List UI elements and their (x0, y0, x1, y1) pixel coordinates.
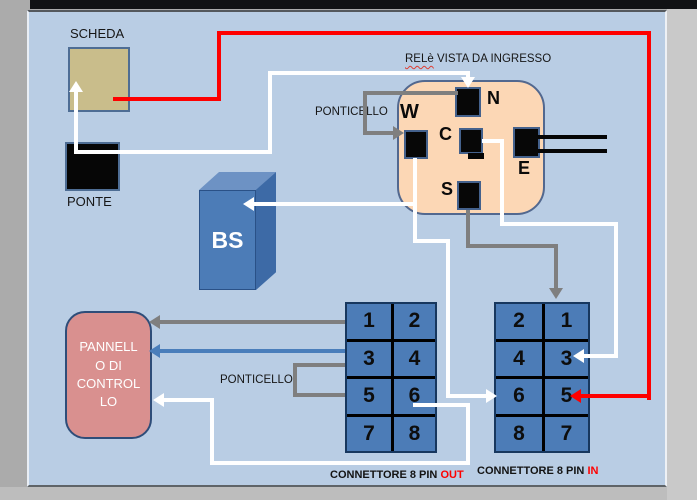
connector-cell-1: 1 (363, 309, 375, 333)
panel-line-3: CONTROL (76, 376, 141, 391)
connector-cell-2: 2 (513, 309, 525, 333)
relay-pin-w-label: W (400, 101, 419, 123)
relay-pin-s (457, 181, 481, 210)
relay-pin-c (459, 128, 483, 154)
connector-cell-5: 5 (347, 376, 391, 414)
panel-line-4: LO (99, 394, 118, 410)
relay-title-highlight: RELè (405, 53, 434, 65)
bs-box-side-face (256, 172, 276, 290)
relay-pin-s-label: S (441, 179, 454, 199)
ponte-label: PONTE (67, 194, 112, 209)
relay-pin-e (513, 127, 540, 158)
control-panel-box: PANNELL O DI CONTROL LO (65, 311, 152, 439)
connector-cell-4: 4 (391, 338, 435, 376)
connector-cell-6: 6 (391, 376, 435, 414)
e-wire-lower (538, 149, 607, 153)
bottom-gutter (0, 487, 667, 500)
e-wire-upper (538, 135, 607, 139)
bs-label: BS (211, 226, 244, 253)
connector-in-caption-text: CONNETTORE 8 PIN (477, 465, 588, 477)
right-gutter (667, 9, 697, 500)
top-window-bar (30, 0, 697, 9)
connector-cell-3: 3 (347, 338, 391, 377)
relay-pin-n-label: N (487, 88, 500, 108)
connector-cell-8: 8 (496, 413, 542, 452)
ponticello-bottom-label: PONTICELLO (220, 374, 293, 386)
connector-cell-4: 4 (496, 338, 542, 377)
connector-cell-2: 2 (391, 304, 435, 339)
connector-cell-7: 7 (542, 413, 588, 451)
connector-out-caption-accent: OUT (440, 469, 464, 481)
ponte-box (65, 142, 120, 191)
relay-title-rest: VISTA DA INGRESSO (433, 53, 552, 65)
connector-cell-7: 7 (347, 413, 391, 452)
connector-in-caption-accent: IN (587, 465, 599, 477)
connector-out-caption-text: CONNETTORE 8 PIN (330, 469, 441, 481)
relay-pin-c-label: C (439, 124, 452, 144)
scheda-box (68, 47, 130, 112)
connector-out-caption: CONNETTORE 8 PIN OUT (330, 469, 464, 481)
connector-cell-6: 6 (496, 376, 542, 414)
connector-cell-8: 8 (391, 413, 435, 451)
relay-pin-c-tab (468, 153, 484, 159)
connector-cell-1: 1 (542, 304, 588, 339)
relay-pin-e-label: E (518, 158, 531, 178)
panel-line-2: O DI (95, 357, 122, 373)
bs-box-top-face (199, 172, 276, 190)
relay-title: RELè VISTA DA INGRESSO (405, 53, 551, 65)
bs-box: BS (199, 190, 256, 290)
connector-cell-3: 3 (542, 338, 588, 376)
connector-in-caption: CONNETTORE 8 PIN IN (477, 465, 598, 477)
connector-cell-5: 5 (542, 376, 588, 414)
scheda-label: SCHEDA (70, 26, 125, 41)
relay-pin-n (455, 87, 481, 117)
panel-line-1: PANNELL (79, 339, 138, 355)
ponticello-top-label: PONTICELLO (315, 106, 388, 118)
relay-pin-w (404, 130, 428, 159)
